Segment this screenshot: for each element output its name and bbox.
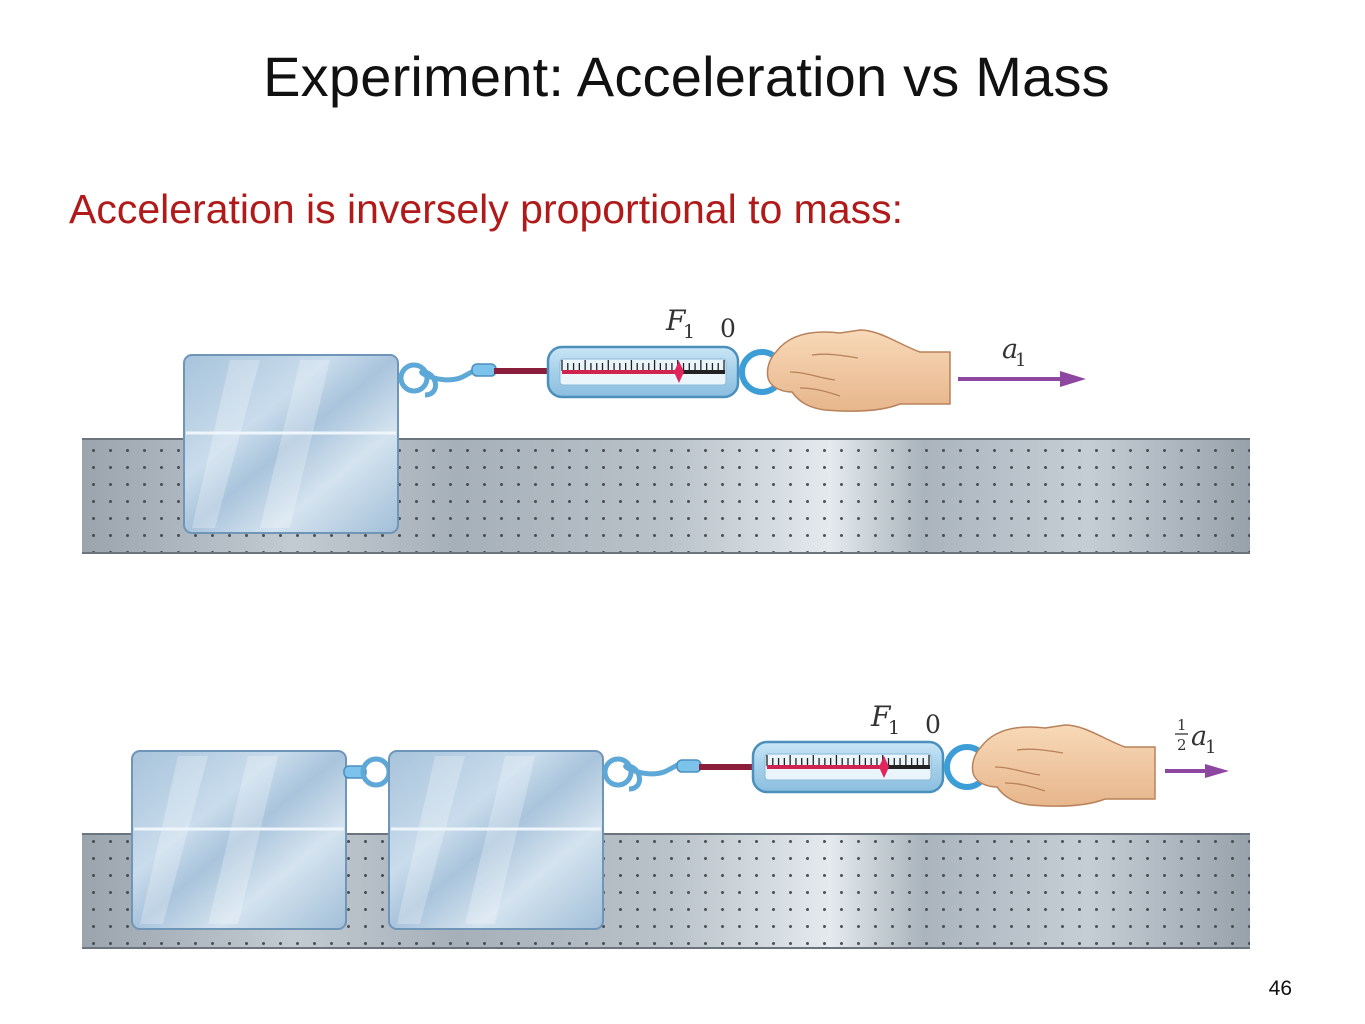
zero-label: 0 [925, 710, 941, 739]
zero-label: 0 [720, 314, 736, 343]
force-label: F 1 [870, 700, 900, 739]
panel-double-mass: F 1 0 1 2 a 1 [82, 700, 1250, 949]
force-indicator [879, 756, 889, 778]
svg-text:a: a [1002, 334, 1018, 365]
svg-text:F: F [665, 304, 687, 337]
svg-text:1: 1 [1177, 716, 1187, 734]
acceleration-label: a 1 [1002, 334, 1026, 371]
slide-title: Experiment: Acceleration vs Mass [263, 45, 1110, 108]
hook [602, 756, 689, 792]
spring-scale [751, 740, 945, 794]
mass-block-right [388, 750, 604, 930]
svg-text:1: 1 [888, 717, 900, 739]
hook-connector [471, 363, 497, 377]
mass-block [183, 354, 399, 534]
svg-text:F: F [870, 700, 892, 733]
hand [766, 329, 951, 412]
page-number: 46 [1268, 977, 1292, 1000]
acceleration-arrow [1165, 764, 1229, 778]
svg-text:1: 1 [1205, 737, 1216, 758]
svg-text:1: 1 [1015, 350, 1026, 371]
svg-text:2: 2 [1177, 736, 1187, 754]
hook-connector [676, 759, 702, 773]
svg-text:a: a [1191, 721, 1207, 752]
scale-tick-group [766, 755, 930, 766]
force-indicator [674, 361, 684, 383]
slide-subtitle: Acceleration is inversely proportional t… [69, 186, 904, 232]
cord [699, 764, 755, 770]
mass-block-left [131, 750, 347, 930]
scale-tick-group [561, 360, 725, 371]
block-coupler [343, 756, 392, 788]
spring-scale [546, 345, 740, 399]
hand [971, 724, 1156, 807]
panel-single-mass: F 1 0 a 1 [82, 304, 1250, 554]
cord [494, 368, 550, 374]
acceleration-arrow [958, 371, 1086, 387]
force-label: F 1 [665, 304, 695, 343]
svg-text:1: 1 [683, 321, 695, 343]
acceleration-label: 1 2 a 1 [1175, 716, 1216, 758]
